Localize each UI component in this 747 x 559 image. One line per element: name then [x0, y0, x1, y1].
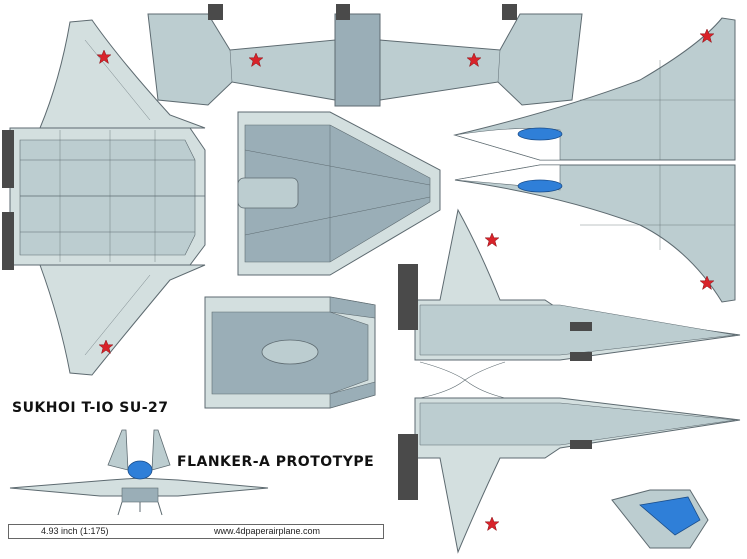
upper-body-panel — [398, 208, 741, 361]
scale-label: 4.93 inch (1:175) — [41, 526, 109, 536]
front-view-aircraft — [9, 429, 269, 516]
canopy-piece — [611, 489, 709, 549]
footer-bar: 4.93 inch (1:175) www.4dpaperairplane.co… — [8, 524, 384, 539]
lower-body-panel — [398, 361, 741, 554]
nose-section-panel — [204, 296, 376, 409]
wing-side-panel — [453, 17, 736, 303]
intake-panel — [237, 111, 441, 276]
website-link[interactable]: www.4dpaperairplane.com — [214, 526, 321, 536]
fuselage-wing-panel — [2, 19, 206, 376]
aircraft-subtitle: FLANKER-A PROTOTYPE — [177, 454, 375, 470]
red-star-icon — [484, 516, 500, 531]
red-star-icon — [484, 232, 500, 247]
aircraft-title: SUKHOI T-IO SU-27 — [12, 400, 169, 416]
fin-strip-panel — [147, 4, 583, 107]
